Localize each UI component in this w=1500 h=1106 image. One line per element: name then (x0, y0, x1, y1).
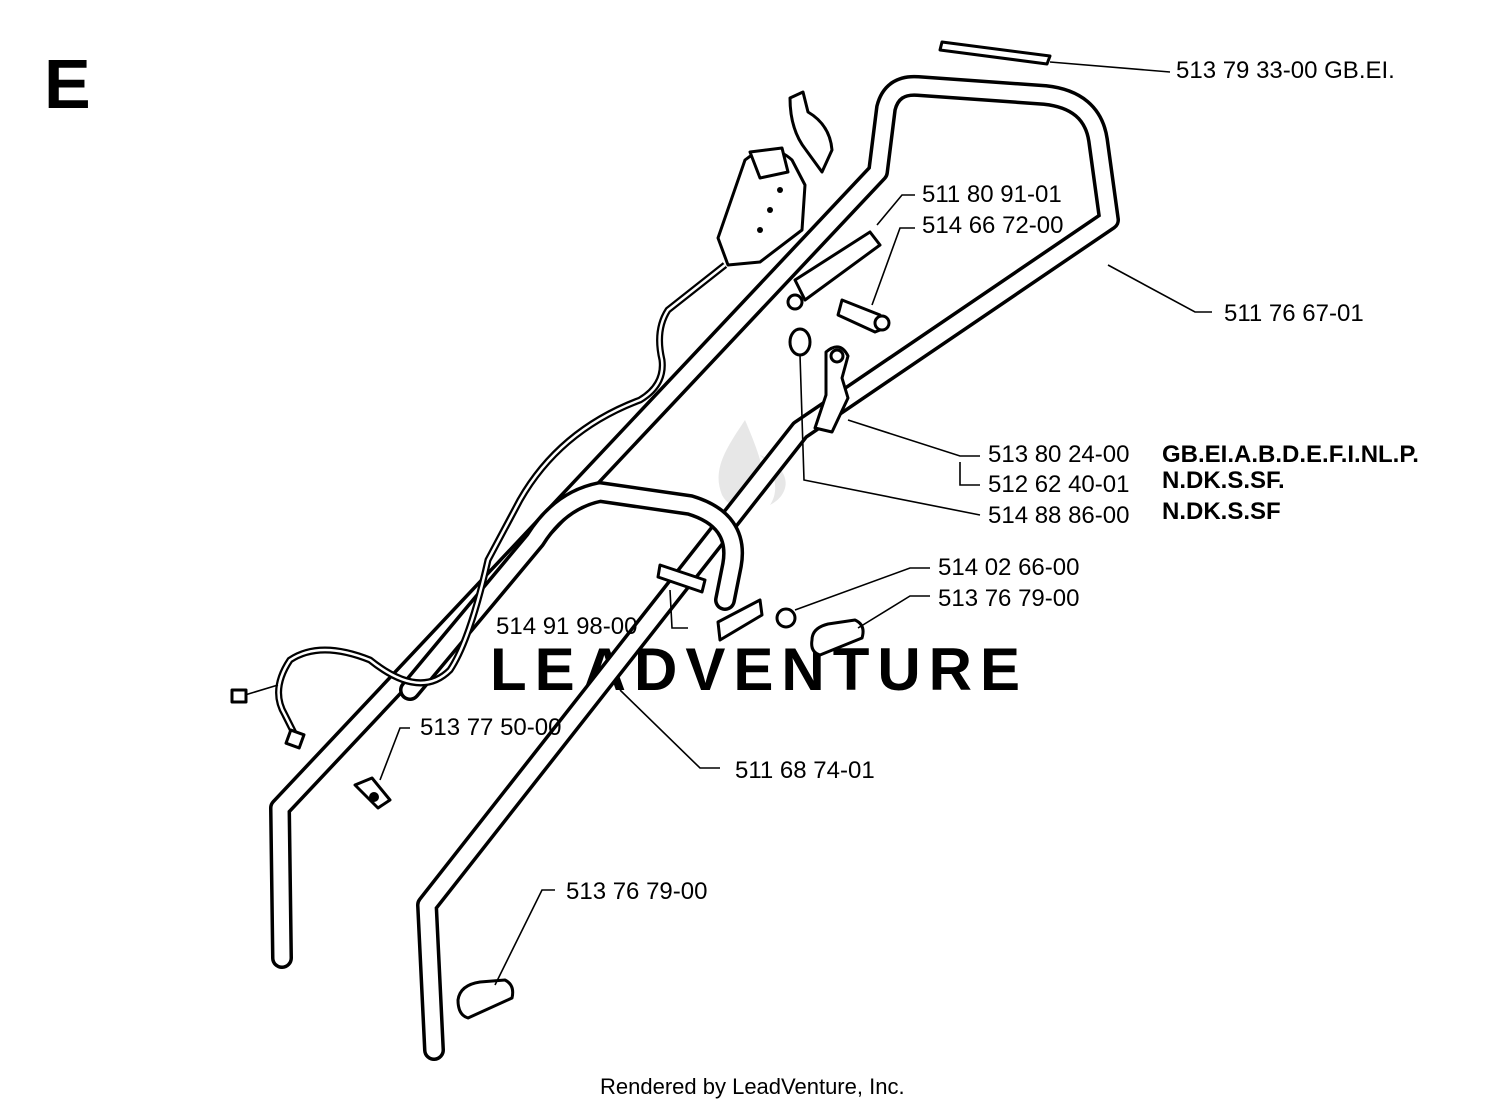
grip-513-79-33-00 (938, 40, 1052, 66)
part-label-514-91-98-00: 514 91 98-00 (496, 613, 637, 640)
part-label-513-80-24-00: 513 80 24-00 (988, 441, 1129, 468)
part-label-514-02-66-00: 514 02 66-00 (938, 554, 1079, 581)
lower-knob (456, 978, 515, 1020)
part-suffix-513-80-24-00: GB.EI.A.B.D.E.F.I.NL.P. (1162, 441, 1419, 468)
side-bracket (716, 598, 865, 657)
part-label-511-76-67-01: 511 76 67-01 (1224, 300, 1364, 327)
watermark-text: LEADVENTURE (490, 636, 1028, 703)
part-suffix-514-88-86-00: N.DK.S.SF (1162, 498, 1281, 525)
leader-lines (379, 61, 1212, 986)
spacer-514-91-98-00 (656, 563, 707, 594)
upper-handle (269, 74, 1120, 1061)
part-label-514-88-86-00: 514 88 86-00 (988, 502, 1129, 529)
part-label-513-76-79-00-upper: 513 76 79-00 (938, 585, 1079, 612)
cable-clip (353, 776, 392, 810)
lower-handle (399, 481, 745, 701)
section-letter: E (44, 45, 91, 123)
part-label-513-77-50-00: 513 77 50-00 (420, 714, 561, 741)
part-label-512-62-40-01: 512 62 40-01 (988, 471, 1129, 498)
part-label-511-68-74-01: 511 68 74-01 (735, 757, 875, 784)
part-labels: 513 79 33-00 GB.EI. 511 80 91-01 514 66 … (420, 57, 1419, 905)
part-label-513-76-79-00-lower: 513 76 79-00 (566, 878, 707, 905)
control-lever (716, 90, 834, 267)
clamp-bracket (786, 230, 891, 334)
part-label-514-66-72-00: 514 66 72-00 (922, 212, 1063, 239)
part-label-511-80-91-01: 511 80 91-01 (922, 181, 1062, 208)
control-cable (230, 262, 728, 750)
part-label-513-79-33-00: 513 79 33-00 GB.EI. (1176, 57, 1395, 84)
washer-knob (788, 327, 850, 434)
footer-credit: Rendered by LeadVenture, Inc. (600, 1074, 905, 1099)
part-suffix-512-62-40-01: N.DK.S.SF. (1162, 467, 1285, 494)
